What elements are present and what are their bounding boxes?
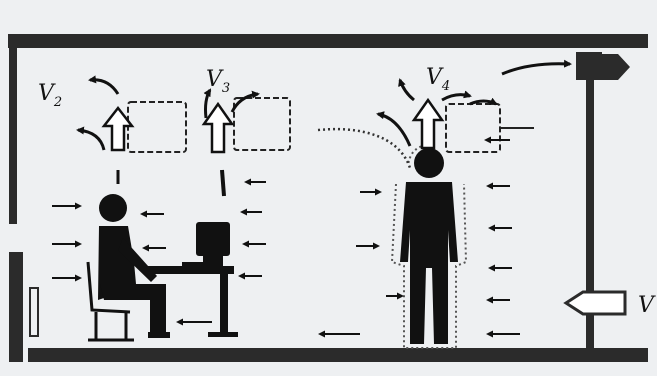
seated-person-head xyxy=(99,194,127,222)
chair xyxy=(86,261,134,342)
plume-arrows xyxy=(101,97,445,154)
right-wall xyxy=(586,52,594,348)
plume-box-v3 xyxy=(233,97,291,151)
label-v4: V4 xyxy=(426,65,450,94)
desk xyxy=(148,266,238,337)
label-v2: V2 xyxy=(38,81,62,110)
v3-rise xyxy=(220,169,226,197)
exhaust-arrow-icon xyxy=(602,54,630,80)
convective-path xyxy=(317,127,412,169)
v4-curl-right xyxy=(441,90,472,102)
monitor-stand xyxy=(203,256,223,266)
spreading-arrows xyxy=(76,75,498,151)
standing-person xyxy=(400,148,458,344)
plume-boxes xyxy=(127,97,501,153)
exhaust-flow-arrow xyxy=(501,59,572,76)
plume-box-v4 xyxy=(445,103,501,153)
seated-person-arm xyxy=(118,238,157,282)
exhaust-duct xyxy=(501,52,630,80)
v2-curl-down xyxy=(76,126,106,151)
v4-curl-left xyxy=(398,78,415,102)
ceiling-wall xyxy=(8,34,648,48)
supply-arrow-icon xyxy=(563,290,627,316)
v4-curl-far-left xyxy=(376,111,412,147)
plume-box-v2 xyxy=(127,101,187,153)
boundary-layer-outline xyxy=(390,144,468,349)
v3-curl-right xyxy=(230,90,260,113)
standing-person-head xyxy=(414,148,444,178)
plume-arrow-v4 xyxy=(411,97,445,150)
seated-person-legs xyxy=(100,284,166,338)
left-wall-lower xyxy=(9,252,23,362)
left-wall xyxy=(9,34,17,224)
standing-person-body xyxy=(400,182,458,344)
left-window xyxy=(29,287,39,337)
plume-arrow-v2 xyxy=(101,105,135,152)
supply-inlet xyxy=(563,290,627,316)
inflow-arrows xyxy=(52,136,520,338)
v4-curl-far-right xyxy=(469,97,498,106)
monitor xyxy=(196,222,230,256)
room-walls xyxy=(8,34,648,362)
v2-curl-left xyxy=(88,75,120,95)
seated-person-foot xyxy=(148,332,170,338)
keyboard xyxy=(182,262,204,266)
label-v3: V3 xyxy=(206,67,230,96)
v3-curl-left xyxy=(203,88,212,119)
floor-wall xyxy=(28,348,648,362)
seated-person xyxy=(98,194,170,338)
computer xyxy=(182,222,230,266)
label-v-right: V xyxy=(638,293,656,318)
plume-arrow-v3 xyxy=(201,101,235,154)
